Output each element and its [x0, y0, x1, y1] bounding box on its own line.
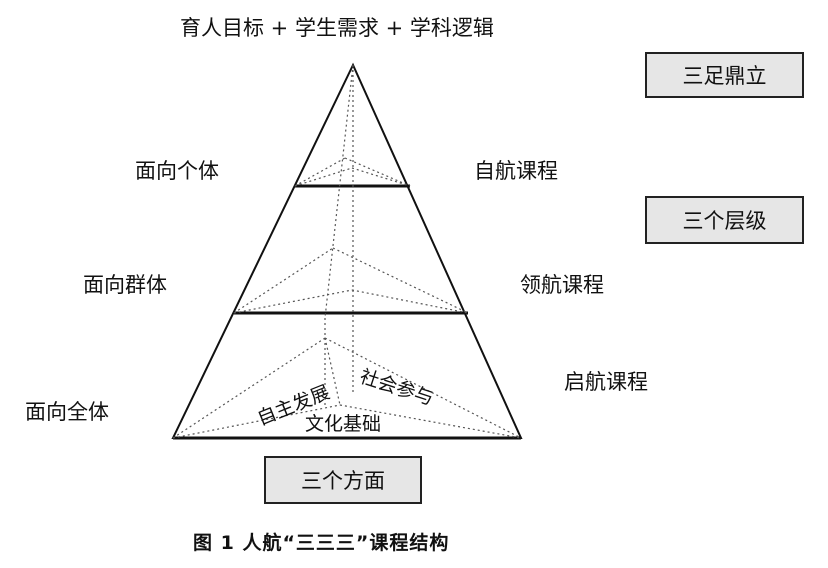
right-label-self-navigation: 自航课程: [474, 159, 558, 183]
box-three-levels: 三个层级: [645, 196, 804, 244]
dotted-edges: [172, 64, 522, 439]
right-label-leading-navigation: 领航课程: [520, 273, 604, 297]
box-three-legs: 三足鼎立: [645, 52, 804, 98]
base-label-front: 文化基础: [305, 413, 381, 435]
left-label-all: 面向全体: [25, 400, 109, 424]
left-label-group: 面向群体: [83, 273, 167, 297]
figure-caption: 图 1 人航“三三三”课程结构: [193, 532, 450, 554]
box-three-aspects: 三个方面: [264, 456, 422, 504]
left-label-individual: 面向个体: [135, 159, 219, 183]
right-label-starting-navigation: 启航课程: [564, 370, 648, 394]
top-label: 育人目标 + 学生需求 + 学科逻辑: [180, 16, 494, 40]
base-label-right: 社会参与: [357, 365, 436, 409]
